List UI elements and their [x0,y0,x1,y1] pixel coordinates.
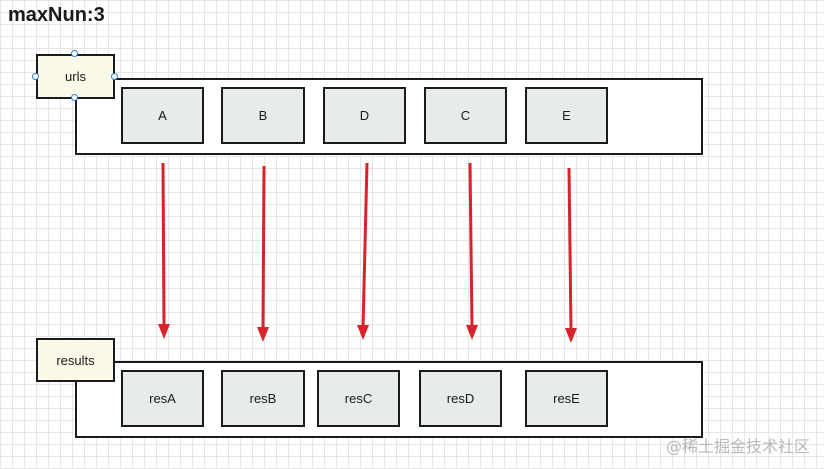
resize-handle-right[interactable] [111,73,118,80]
arrow-e-head [565,328,577,343]
results-label: results [56,352,95,368]
watermark: @稀土掘金技术社区 [665,437,810,456]
arrow-e-shaft [567,167,573,332]
urls-label: urls [65,69,86,84]
arrow-a-shaft [161,162,166,328]
resize-handle-bottom[interactable] [71,94,78,101]
arrow-d [357,162,369,340]
diagram-title: maxNun:3 [8,4,105,26]
url-item-label: C [460,108,471,123]
url-item-label: A [158,108,167,123]
arrow-e [565,167,577,343]
url-item-label: E [562,108,571,123]
url-item-b[interactable]: B [221,87,305,144]
arrow-c-head [466,325,478,340]
results-label-box[interactable]: results [36,338,115,382]
url-item-a[interactable]: A [121,87,204,144]
result-item-label: resB [249,391,277,406]
url-item-e[interactable]: E [525,87,608,144]
arrow-b-head [257,327,269,342]
arrow-d-head [357,325,369,340]
url-item-label: B [258,108,268,123]
arrow-a-head [158,324,170,339]
resize-handle-left[interactable] [32,73,39,80]
result-item-resd[interactable]: resD [419,370,502,427]
url-item-d[interactable]: D [323,87,406,144]
result-item-resc[interactable]: resC [317,370,400,427]
resize-handle-top[interactable] [71,50,78,57]
url-item-label: D [359,108,370,123]
arrow-c-shaft [468,162,474,329]
result-item-label: resC [344,391,373,406]
result-item-label: resE [553,391,580,406]
arrow-c [466,162,478,340]
arrow-d-shaft [361,162,369,329]
result-item-resb[interactable]: resB [221,370,305,427]
arrow-b-shaft [261,165,266,331]
result-item-label: resA [149,391,176,406]
arrow-b [257,165,269,342]
result-item-label: resD [446,391,475,406]
result-item-resa[interactable]: resA [121,370,204,427]
arrow-a [158,162,170,339]
result-item-rese[interactable]: resE [525,370,608,427]
url-item-c[interactable]: C [424,87,507,144]
